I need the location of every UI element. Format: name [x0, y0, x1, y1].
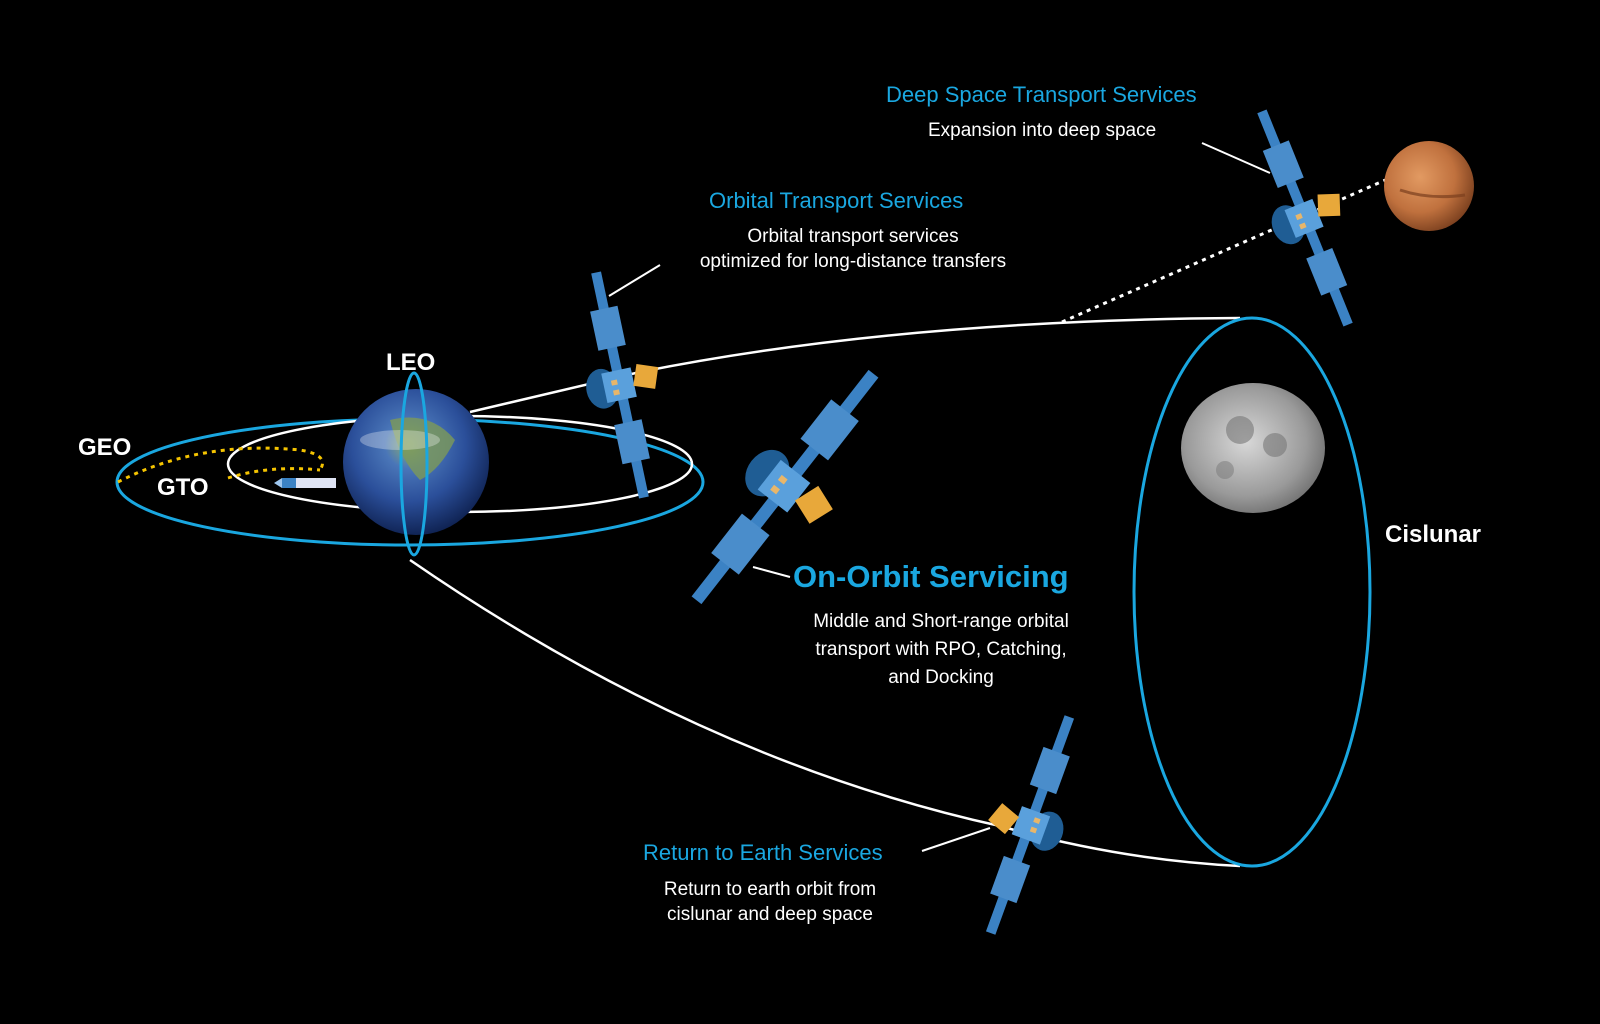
on-orbit-desc-line1: Middle and Short-range orbital	[813, 611, 1069, 632]
orbital-desc-line1: Orbital transport services	[747, 226, 959, 247]
rocket-icon	[274, 478, 336, 488]
leader-line-on-orbit	[752, 566, 791, 578]
on-orbit-desc-line2: transport with RPO, Catching,	[815, 639, 1067, 660]
deep-space-title: Deep Space Transport Services	[886, 82, 1197, 107]
on-orbit-desc-line3: and Docking	[888, 667, 994, 688]
leader-line-orbital	[608, 264, 661, 297]
satellite-icon-orbital	[562, 263, 685, 505]
deep-space-desc: Expansion into deep space	[928, 120, 1157, 141]
leader-line-return	[921, 827, 991, 852]
satellite-icon-return	[952, 702, 1102, 945]
orbital-transport-title: Orbital Transport Services	[709, 188, 964, 213]
orbital-desc-line2: optimized for long-distance transfers	[699, 251, 1007, 272]
return-earth-desc: Return to earth orbit from cislunar and …	[640, 877, 900, 927]
gto-label: GTO	[157, 474, 209, 501]
transfer-line-lower	[409, 558, 1241, 868]
on-orbit-title: On-Orbit Servicing	[793, 559, 1069, 594]
leo-orbit-vertical	[399, 371, 429, 557]
cislunar-orbit	[1132, 316, 1372, 868]
on-orbit-desc: Middle and Short-range orbital transport…	[771, 608, 1111, 692]
return-desc-line2: cislunar and deep space	[667, 904, 873, 925]
cislunar-label: Cislunar	[1385, 521, 1482, 548]
transfer-line-upper	[469, 316, 1241, 414]
satellite-icon-deep-space	[1230, 95, 1387, 338]
leo-label: LEO	[386, 349, 436, 376]
return-desc-line1: Return to earth orbit from	[663, 879, 877, 900]
orbital-transport-desc: Orbital transport services optimized for…	[673, 224, 1033, 274]
mars-icon	[1384, 141, 1474, 231]
geo-label: GEO	[78, 434, 132, 461]
return-earth-title: Return to Earth Services	[643, 840, 883, 865]
leader-line-deep-space	[1201, 142, 1271, 174]
moon-icon	[1181, 383, 1325, 513]
gto-dotted-path	[227, 467, 321, 480]
